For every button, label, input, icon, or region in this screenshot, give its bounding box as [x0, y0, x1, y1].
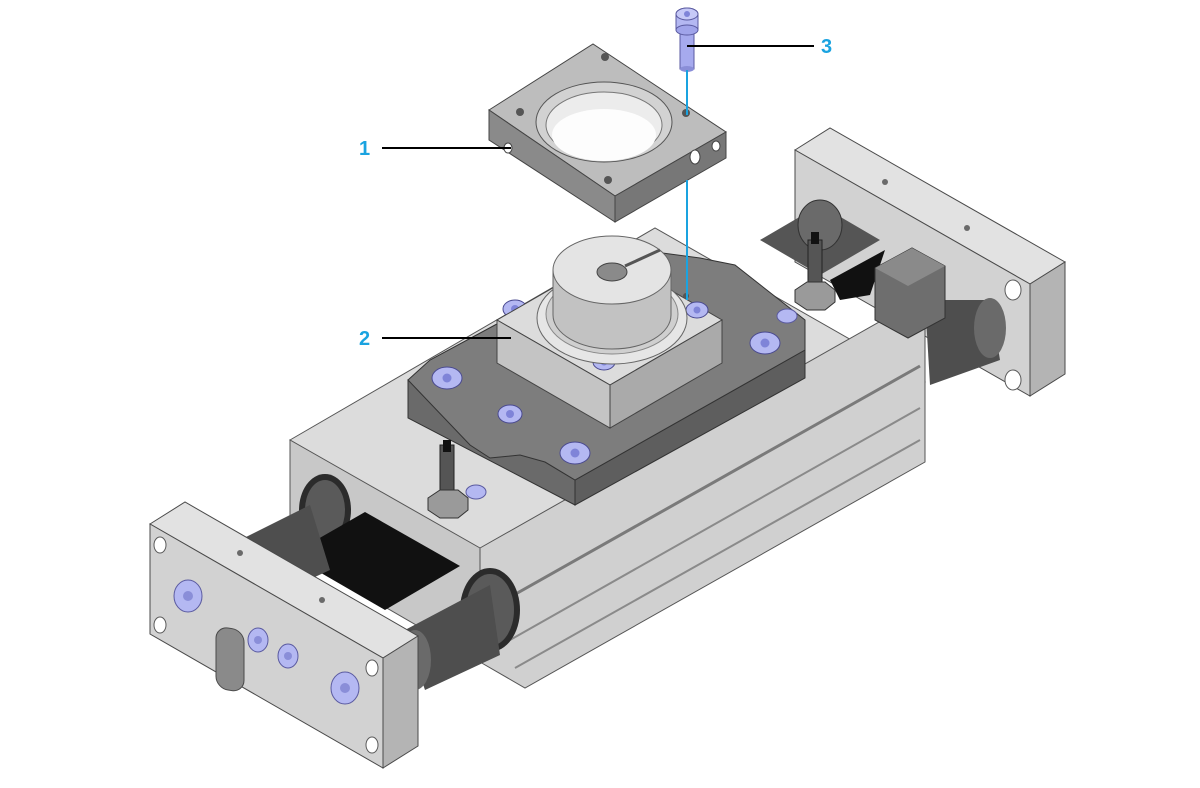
shock-absorber-left	[427, 440, 487, 519]
socket-head-screw	[675, 7, 699, 72]
left-end-plate	[149, 501, 419, 769]
belt-channel	[290, 250, 885, 610]
yoke-screw-3	[559, 441, 591, 465]
yoke-plate	[407, 235, 806, 506]
boss-screw-right	[685, 301, 709, 319]
end-plate-screw-large-left	[173, 579, 203, 613]
adapter-plate	[488, 43, 727, 223]
yoke-screw-4	[749, 331, 781, 355]
callout-2: 2	[359, 328, 370, 350]
yoke-screw-1	[431, 366, 463, 390]
stopper-block	[874, 247, 946, 339]
end-plate-screw-small-2	[277, 643, 299, 669]
shock-absorber-right	[776, 232, 836, 324]
callout-3: 3	[821, 36, 832, 58]
callout-1: 1	[359, 138, 370, 160]
yoke-screw-2	[497, 404, 523, 424]
end-plate-screw-small-1	[247, 627, 269, 653]
end-plate-screw-large-right	[330, 671, 360, 705]
